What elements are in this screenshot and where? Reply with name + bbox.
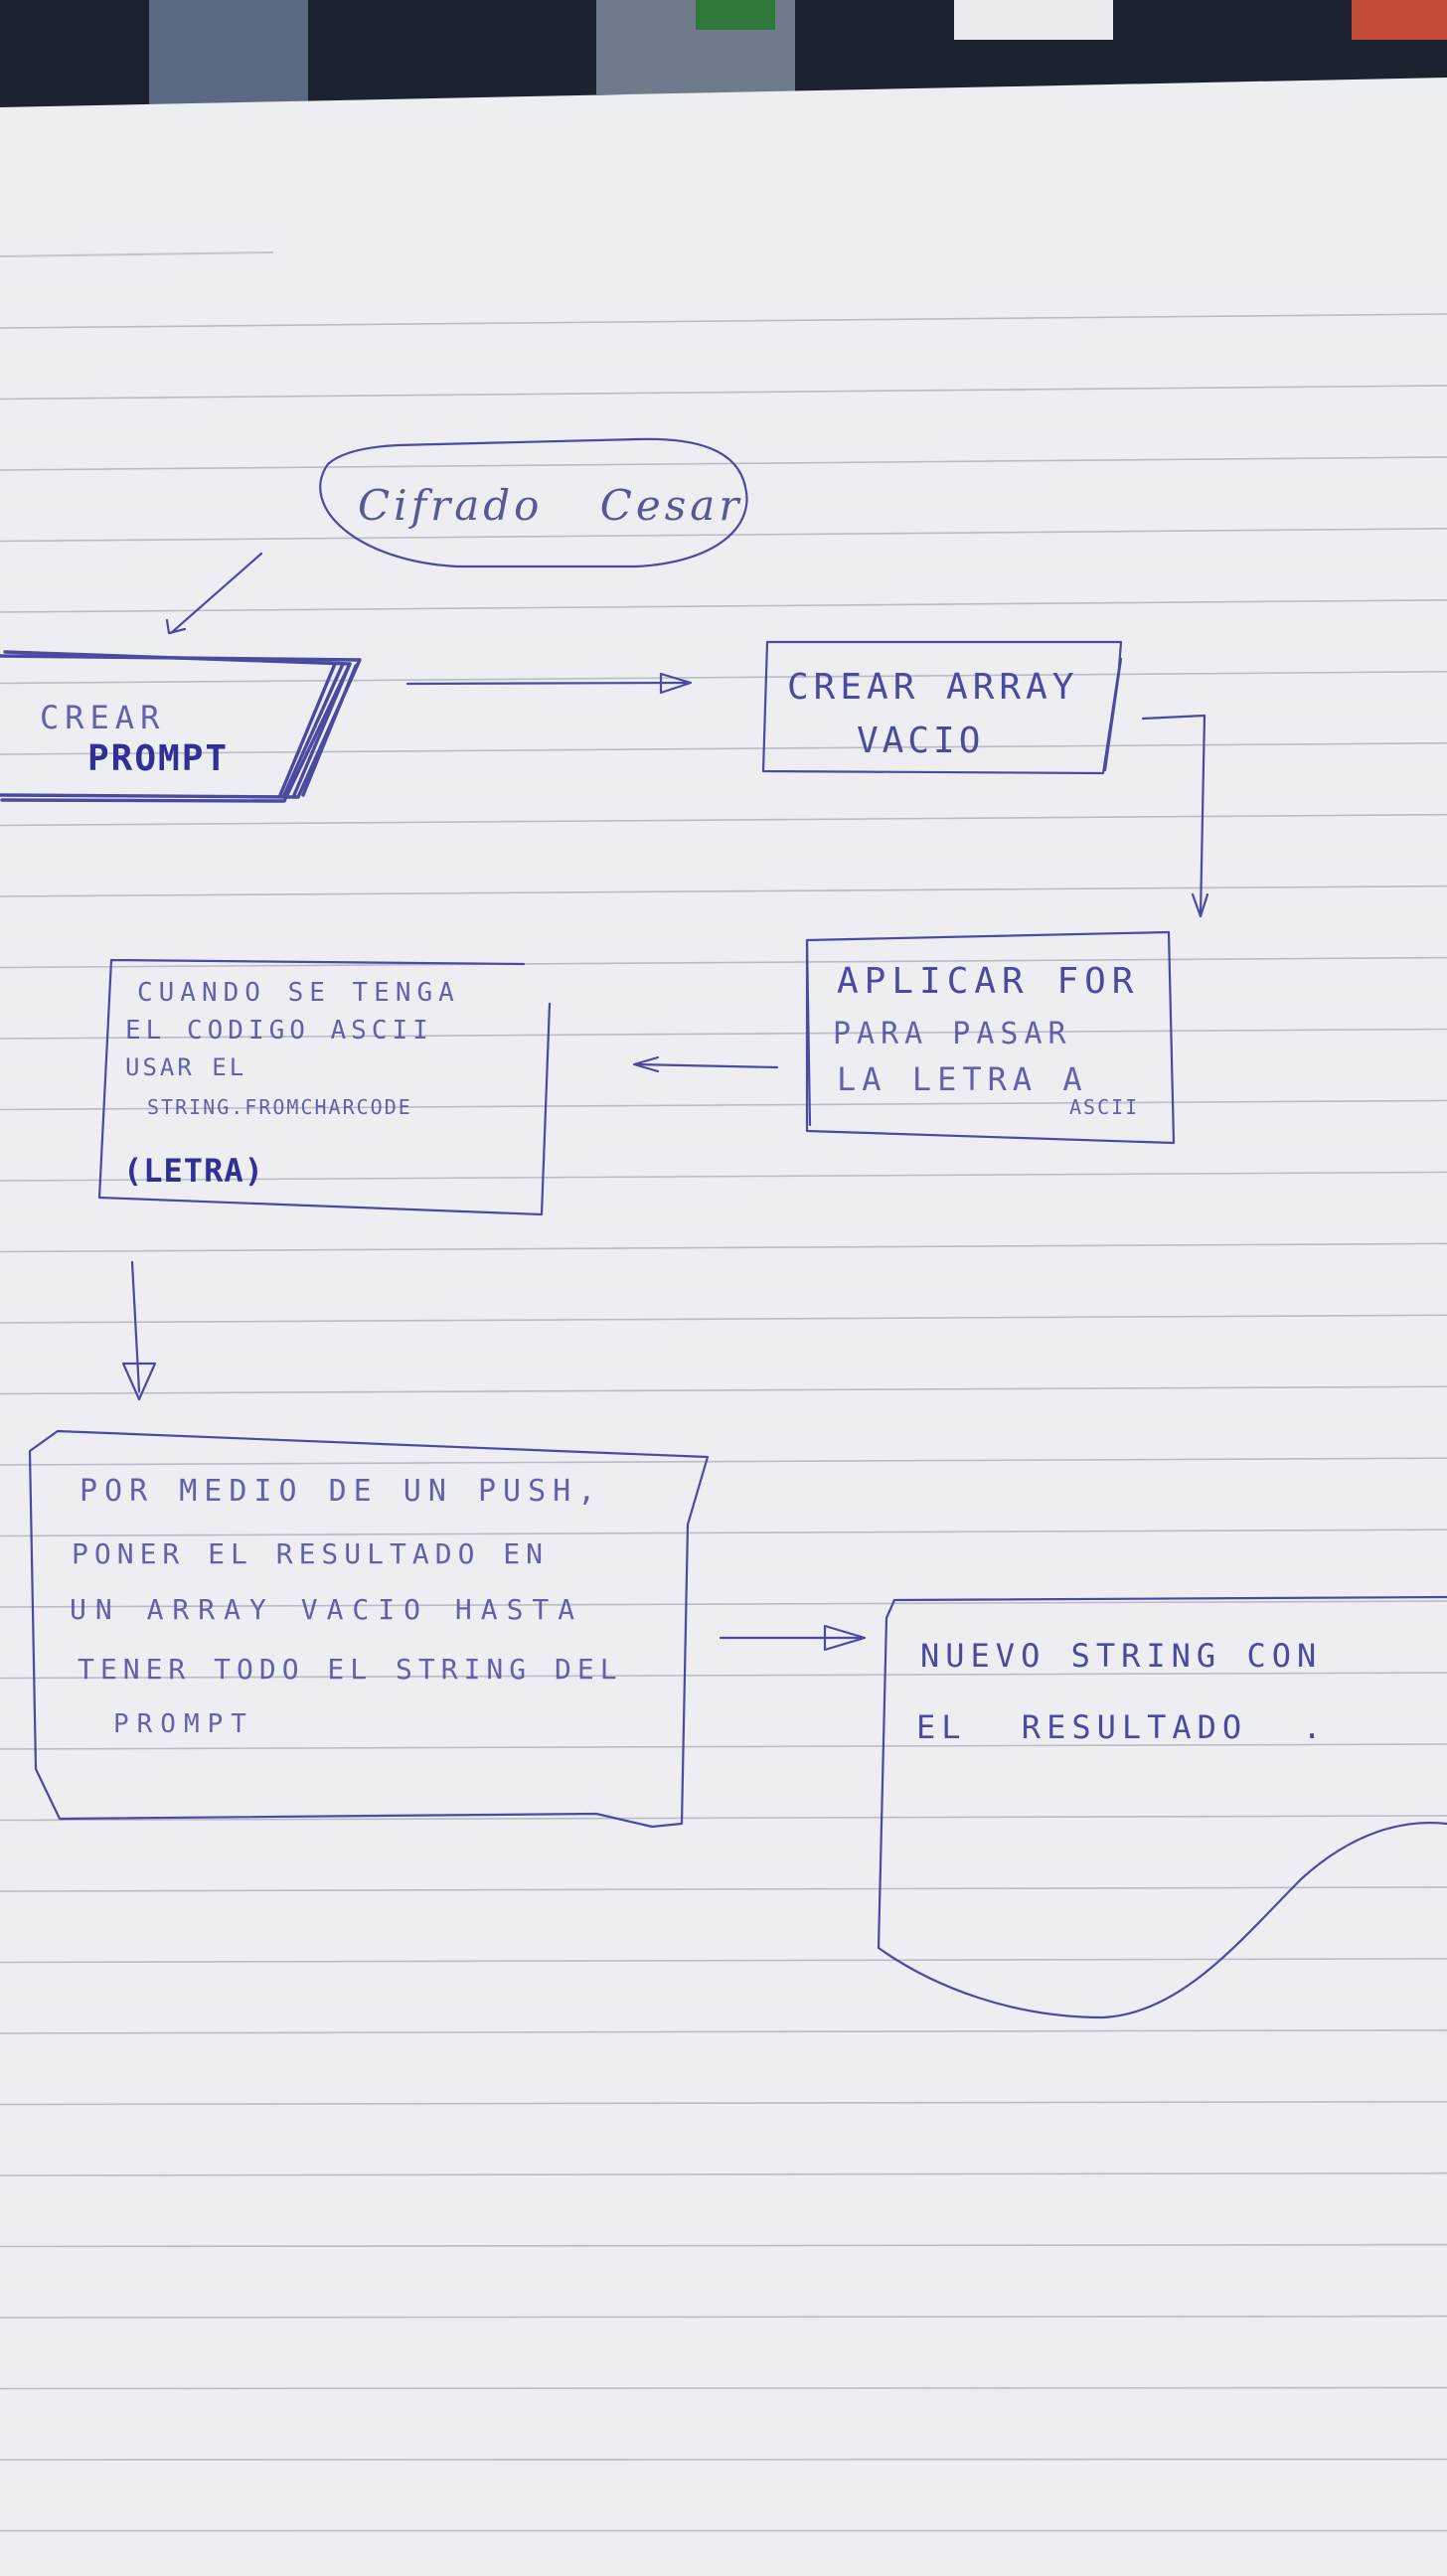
ruled-line xyxy=(0,1815,1447,1822)
arrow-title-to-prompt-head xyxy=(165,618,187,635)
diagram-title: Cifrado Cesar xyxy=(358,481,743,530)
title-ellipse xyxy=(319,437,748,568)
arrow-push-to-resultado-head xyxy=(823,1624,867,1652)
step-box-crear-prompt xyxy=(0,650,362,803)
step-fromcharcode-line2: EL CODIGO ASCII xyxy=(125,1016,433,1046)
ruled-line xyxy=(0,2029,1447,2034)
ruled-line xyxy=(0,2100,1447,2106)
step-box-crear-array xyxy=(761,640,1123,775)
ruled-line xyxy=(0,599,1447,613)
step-push-line4: TENER TODO EL STRING DEL xyxy=(78,1653,623,1686)
arrow-prompt-to-array xyxy=(405,681,688,686)
arrow-title-to-prompt xyxy=(169,552,263,635)
step-crear-prompt-line2: PROMPT xyxy=(87,738,230,779)
step-push-line1: POR MEDIO DE UN PUSH, xyxy=(80,1474,603,1509)
ruled-line xyxy=(0,1099,1447,1111)
step-box-aplicar-for-edge xyxy=(805,938,812,1127)
step-crear-prompt-line1: CREAR xyxy=(40,699,166,736)
ruled-line xyxy=(0,1242,1447,1253)
step-push-line5: PROMPT xyxy=(113,1709,254,1739)
arrow-fromcharcode-to-push-head xyxy=(121,1362,157,1401)
ruled-line xyxy=(0,456,1447,471)
step-box-aplicar-for xyxy=(805,930,1176,1145)
step-fromcharcode-line5: (LETRA) xyxy=(123,1152,264,1190)
step-push-line3: UN ARRAY VACIO HASTA xyxy=(70,1593,584,1626)
step-crear-array-line1: CREAR ARRAY xyxy=(787,667,1079,708)
ruled-line xyxy=(0,528,1447,543)
step-fromcharcode-line4: STRING.FROMCHARCODE xyxy=(147,1095,412,1119)
background-accent xyxy=(1352,0,1447,40)
ruled-line xyxy=(0,1743,1447,1750)
ruled-line xyxy=(0,1171,1447,1182)
ruled-line xyxy=(0,2386,1447,2390)
ruled-line xyxy=(0,1314,1447,1324)
ruled-line xyxy=(0,956,1447,969)
arrow-prompt-to-array-head xyxy=(659,672,693,695)
step-push-line2: PONER EL RESULTADO EN xyxy=(72,1537,550,1570)
step-crear-array-line2: VACIO xyxy=(857,721,985,761)
background-object xyxy=(954,0,1113,40)
arrow-fromcharcode-to-push xyxy=(130,1260,141,1393)
ruled-line xyxy=(0,1457,1447,1466)
ruled-line xyxy=(0,2458,1447,2461)
ruled-lines xyxy=(0,313,1447,2532)
step-fromcharcode-line3: USAR EL xyxy=(125,1053,247,1081)
ruled-line xyxy=(0,1385,1447,1395)
ruled-line xyxy=(0,1886,1447,1892)
ruled-line xyxy=(0,2315,1447,2319)
ruled-line xyxy=(0,1028,1447,1040)
ruled-line xyxy=(0,670,1447,685)
arrow-array-to-for-head xyxy=(1191,892,1209,918)
notebook-paper xyxy=(0,78,1447,2576)
step-box-resultado xyxy=(877,1595,1447,2019)
ruled-line xyxy=(0,1672,1447,1680)
ruled-line xyxy=(0,1529,1447,1537)
ruled-line xyxy=(0,2243,1447,2248)
arrow-array-to-for xyxy=(1141,714,1206,918)
ruled-line xyxy=(0,1600,1447,1608)
step-aplicar-for-line3: LA LETRA A xyxy=(837,1060,1088,1098)
step-fromcharcode-line1: CUANDO SE TENGA xyxy=(137,978,460,1008)
ruled-line xyxy=(0,313,1447,329)
step-box-push xyxy=(28,1429,710,1829)
ruled-line xyxy=(0,813,1447,827)
ruled-line xyxy=(0,1958,1447,1964)
step-aplicar-for-line4: ASCII xyxy=(1069,1095,1140,1119)
margin-line xyxy=(0,251,274,257)
ruled-line xyxy=(0,741,1447,755)
ruled-line xyxy=(0,2172,1447,2176)
arrow-for-to-fromcharcode xyxy=(634,1062,779,1069)
ruled-line xyxy=(0,885,1447,897)
background-chair-left xyxy=(149,0,308,109)
ruled-line xyxy=(0,385,1447,401)
step-box-fromcharcode xyxy=(97,958,552,1216)
step-box-crear-array-edge xyxy=(1103,657,1123,772)
step-aplicar-for-line2: PARA PASAR xyxy=(833,1017,1072,1051)
step-aplicar-for-line1: APLICAR FOR xyxy=(837,961,1140,1002)
step-resultado-line1: NUEVO STRING CON xyxy=(920,1637,1323,1675)
arrow-for-to-fromcharcode-head xyxy=(632,1055,660,1073)
step-resultado-line2: EL RESULTADO . xyxy=(916,1708,1328,1746)
background-accent-2 xyxy=(696,0,775,30)
